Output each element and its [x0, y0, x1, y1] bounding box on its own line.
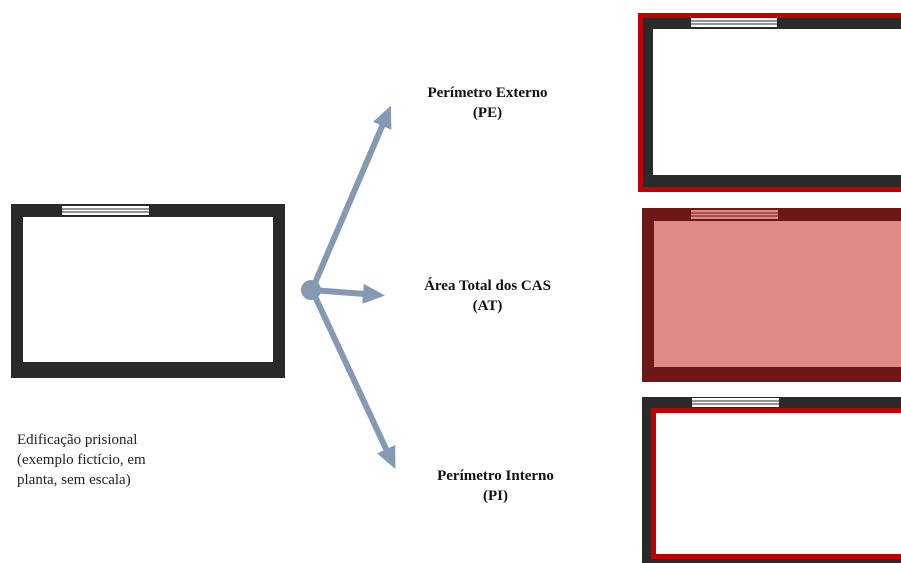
- at-building: [642, 208, 901, 382]
- label-at-line2: (AT): [472, 298, 503, 314]
- pe-window: [691, 18, 777, 27]
- building-window: [62, 206, 149, 215]
- pi-window: [692, 398, 779, 407]
- label-pi-line2: (PI): [483, 488, 508, 504]
- pi-building: [642, 397, 901, 563]
- caption-line-3: planta, sem escala): [17, 472, 131, 488]
- label-perimetro-externo: Perímetro Externo (PE): [400, 83, 575, 123]
- building-floor-plan: [11, 204, 285, 378]
- label-pe-line2: (PE): [472, 105, 503, 121]
- label-perimetro-interno: Perímetro Interno (PI): [408, 466, 583, 506]
- pe-interior: [653, 29, 901, 175]
- arrow-group: [301, 105, 396, 470]
- building-caption: Edificação prisional (exemplo fictício, …: [17, 430, 217, 490]
- pe-building: [638, 13, 901, 192]
- label-at-line1: Área Total dos CAS: [424, 278, 551, 294]
- pi-interior: [656, 413, 901, 554]
- caption-line-1: Edificação prisional: [17, 432, 138, 448]
- arrow-to-pe: [309, 105, 392, 292]
- caption-line-2: (exemplo fictício, em: [17, 452, 146, 468]
- arrow-to-pi: [309, 288, 396, 470]
- building-interior: [23, 217, 273, 362]
- at-area-fill: [654, 221, 901, 367]
- arrow-origin-node: [301, 280, 321, 300]
- label-area-total: Área Total dos CAS (AT): [400, 276, 575, 316]
- at-window: [691, 210, 778, 219]
- label-pe-line1: Perímetro Externo: [427, 85, 548, 101]
- label-pi-line1: Perímetro Interno: [437, 468, 554, 484]
